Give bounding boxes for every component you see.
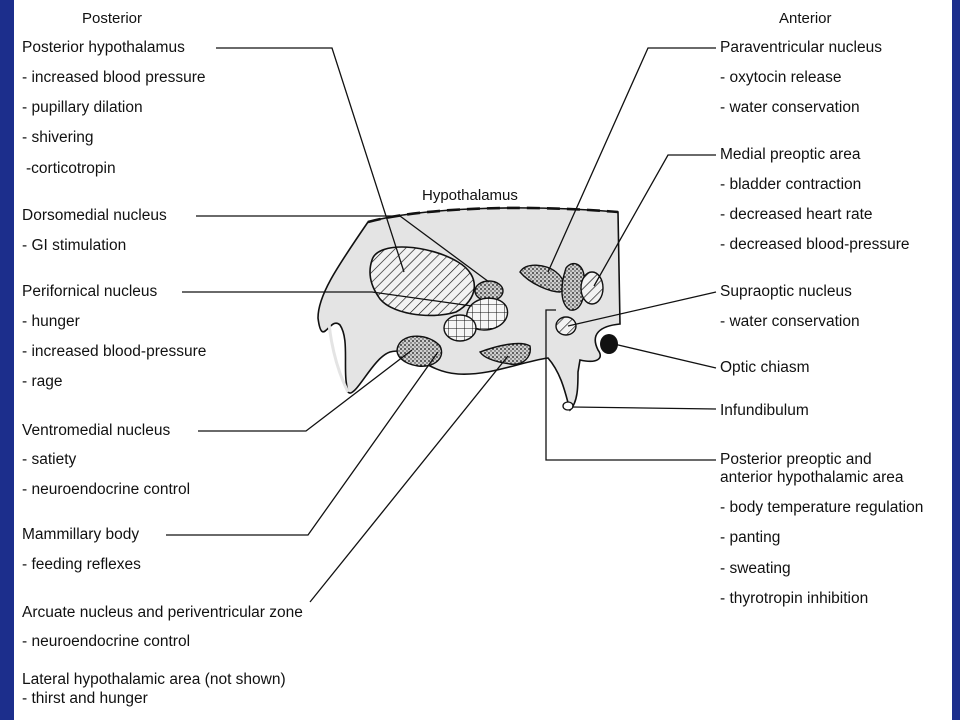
posterior-hypothalamus-title: Posterior hypothalamus xyxy=(22,39,185,56)
leader-optic-chiasm xyxy=(613,343,717,369)
ventromedial-nucleus-item: - neuroendocrine control xyxy=(22,481,191,498)
medial-preoptic-item: - decreased blood-pressure xyxy=(720,236,910,253)
leader-medial-preoptic xyxy=(593,154,716,287)
posterior-preoptic-item: - panting xyxy=(720,529,781,546)
posterior-preoptic-title-line2: anterior hypothalamic area xyxy=(720,469,904,486)
medial-preoptic-item: - decreased heart rate xyxy=(720,206,873,223)
leader-lines xyxy=(166,47,717,603)
dorsomedial-nucleus-item: - GI stimulation xyxy=(22,237,127,254)
optic-chiasm-label: Optic chiasm xyxy=(720,359,810,376)
posterior-preoptic-title: Posterior preoptic and xyxy=(720,451,872,468)
ventromedial-nucleus-item: - satiety xyxy=(22,451,77,468)
arcuate-nucleus-shape xyxy=(478,342,531,365)
posterior-hypothalamus-shape xyxy=(369,246,476,317)
medial-preoptic-title: Medial preoptic area xyxy=(720,146,861,163)
medial-preoptic-shape xyxy=(561,263,586,311)
anterior-header: Anterior xyxy=(779,10,832,27)
paraventricular-nucleus-item: - oxytocin release xyxy=(720,69,842,86)
posterior-hypothalamus-item: - increased blood pressure xyxy=(22,69,206,86)
posterior-hypothalamus-item: - pupillary dilation xyxy=(22,99,143,116)
infundibulum-shape xyxy=(562,401,574,411)
posterior-header: Posterior xyxy=(82,10,143,27)
leader-posterior-preoptic xyxy=(545,309,716,461)
paraventricular-nucleus-title: Paraventricular nucleus xyxy=(720,39,882,56)
lateral-hypothalamic-title: Lateral hypothalamic area (not shown) xyxy=(22,671,286,688)
medial-preoptic-item: - bladder contraction xyxy=(720,176,862,193)
fornix-shape xyxy=(443,314,477,342)
leader-perifornical xyxy=(182,291,473,307)
right-frame-bar xyxy=(952,0,960,720)
posterior-preoptic-item: - body temperature regulation xyxy=(720,499,924,516)
supraoptic-nucleus-shape xyxy=(555,316,577,336)
ventromedial-nucleus-shape xyxy=(396,335,443,367)
ventromedial-nucleus-title: Ventromedial nucleus xyxy=(22,422,171,439)
leader-arcuate xyxy=(309,355,509,603)
supraoptic-nucleus-item: - water conservation xyxy=(720,313,860,330)
infundibulum-label: Infundibulum xyxy=(720,402,809,419)
hypothalamus-dashed-left xyxy=(327,301,350,393)
perifornical-nucleus-title: Perifornical nucleus xyxy=(22,283,158,300)
lateral-hypothalamic-item: - thirst and hunger xyxy=(22,690,148,707)
leader-posterior-hypothalamus xyxy=(216,47,405,273)
leader-infundibulum xyxy=(571,406,717,410)
mammillary-body-item: - feeding reflexes xyxy=(22,556,141,573)
posterior-hypothalamus-item: -corticotropin xyxy=(26,160,116,177)
leader-mammillary xyxy=(166,351,439,536)
hypothalamus-dashed-outline xyxy=(367,206,619,224)
leader-paraventricular xyxy=(547,47,716,273)
perifornical-nucleus-item: - rage xyxy=(22,373,63,390)
mammillary-body-title: Mammillary body xyxy=(22,526,140,543)
left-frame-bar xyxy=(0,0,14,720)
paraventricular-nucleus-item: - water conservation xyxy=(720,99,860,116)
supraoptic-nucleus-title: Supraoptic nucleus xyxy=(720,283,852,300)
dorsomedial-nucleus-title: Dorsomedial nucleus xyxy=(22,207,167,224)
leader-ventromedial xyxy=(198,349,413,432)
posterior-preoptic-item: - sweating xyxy=(720,560,791,577)
perifornical-nucleus-item: - increased blood-pressure xyxy=(22,343,207,360)
perifornical-nucleus-item: - hunger xyxy=(22,313,80,330)
arcuate-nucleus-item: - neuroendocrine control xyxy=(22,633,191,650)
arcuate-nucleus-title: Arcuate nucleus and periventricular zone xyxy=(22,604,303,621)
posterior-hypothalamus-item: - shivering xyxy=(22,129,94,146)
leader-supraoptic xyxy=(567,291,717,327)
leader-dorsomedial xyxy=(196,215,490,283)
posterior-preoptic-item: - thyrotropin inhibition xyxy=(720,590,869,607)
optic-chiasm-shape xyxy=(600,334,618,354)
hypothalamus-header: Hypothalamus xyxy=(422,187,518,204)
